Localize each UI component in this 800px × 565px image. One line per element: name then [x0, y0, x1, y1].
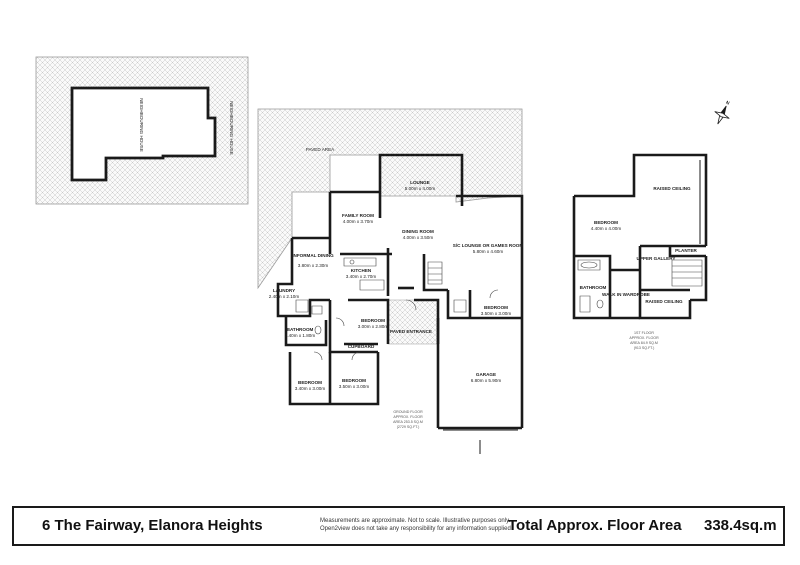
paved-entrance-area	[387, 299, 439, 345]
total-area-label: Total Approx. Floor Area	[508, 517, 682, 534]
room-label: RAISED CEILING	[645, 299, 683, 304]
room-size: 2.40m x 1.80m	[285, 333, 316, 338]
room-label: GARAGE	[476, 372, 496, 377]
ground-floor-area-note: (2729 SQ.FT.)	[397, 425, 420, 429]
room-label: BATHROOM	[287, 327, 314, 332]
room-label: PLANTER	[675, 248, 697, 253]
footer-bar: 6 The Fairway, Elanora Heights Measureme…	[12, 506, 785, 546]
room-label: KITCHEN	[351, 268, 372, 273]
total-area-value: 338.4sq.m	[704, 517, 777, 534]
room-label: PAVED ENTRANCE	[390, 329, 432, 334]
room-label: DINING ROOM	[402, 229, 434, 234]
room-size: 3.40m x 2.70m	[346, 274, 377, 279]
room-label: BATHROOM	[580, 285, 607, 290]
room-size: 3.50m x 3.00m	[339, 384, 370, 389]
room-label: UPPER GALLERY	[637, 256, 676, 261]
room-label: LOUNGE	[410, 180, 430, 185]
room-label: RAISED CEILING	[653, 186, 691, 191]
room-size: 6.80m x 5.90m	[471, 378, 502, 383]
room-size: 4.00m x 3.50m	[403, 235, 434, 240]
ground-floor-labels: LOUNGE 5.00m x 4.00m FAMILY ROOM 4.00m x…	[269, 180, 524, 429]
room-size: 3.80m x 2.30m	[298, 263, 329, 268]
compass-icon: N	[714, 100, 731, 125]
property-address: 6 The Fairway, Elanora Heights	[42, 517, 263, 534]
room-label: INFORMAL DINING	[292, 253, 334, 258]
first-floor-area-note: APPROX. FLOOR	[629, 336, 659, 340]
room-label: BEDROOM	[484, 305, 508, 310]
first-floor-area-note: AREA 84.9 SQ.M	[630, 341, 658, 345]
ground-floor-area-note: AREA 253.5 SQ.M	[393, 420, 423, 424]
compass-north-label: N	[725, 100, 731, 106]
room-label: WALK IN WARDROBE	[602, 292, 650, 297]
first-floor	[572, 153, 708, 320]
room-label: BEDROOM	[342, 378, 366, 383]
first-floor-area-note: (913 SQ.FT.)	[634, 346, 655, 350]
neighbouring-house-side-label: NEIGHBOURING HOUSE	[229, 101, 234, 155]
room-size: 3.40m x 3.00m	[295, 386, 326, 391]
ground-floor	[276, 153, 524, 454]
disclaimer: Measurements are approximate. Not to sca…	[320, 517, 511, 533]
paved-area	[257, 108, 523, 290]
first-floor-area-note: 1ST FLOOR	[634, 331, 654, 335]
first-floor-labels: RAISED CEILING BEDROOM 4.40m x 4.00m PLA…	[580, 186, 698, 350]
disclaimer-line: Measurements are approximate. Not to sca…	[320, 518, 511, 524]
ground-floor-area-note: GROUND FLOOR	[393, 410, 423, 414]
room-size: 3.00m x 2.80m	[358, 324, 389, 329]
room-size: 5.80m x 4.60m	[473, 249, 504, 254]
room-label: LAUNDRY	[273, 288, 295, 293]
neighbouring-site: NEIGHBOURING HOUSE NEIGHBOURING HOUSE	[35, 56, 249, 205]
room-label: BEDROOM	[594, 220, 618, 225]
disclaimer-line: Open2view does not take any responsibili…	[320, 526, 511, 532]
paved-area-label: PAVED AREA	[306, 147, 335, 152]
room-label: BEDROOM	[361, 318, 385, 323]
room-size: 2.40m x 2.10m	[269, 294, 300, 299]
room-size: 4.00m x 3.70m	[343, 219, 374, 224]
ground-floor-area-note: APPROX. FLOOR	[393, 415, 423, 419]
room-size: 4.40m x 4.00m	[591, 226, 622, 231]
room-size: 5.00m x 4.00m	[405, 186, 436, 191]
room-label: CUPBOARD	[348, 344, 375, 349]
neighbouring-house-label: NEIGHBOURING HOUSE	[139, 98, 144, 152]
room-label: S/C LOUNGE OR GAMES ROOM	[453, 243, 524, 248]
room-label: FAMILY ROOM	[342, 213, 374, 218]
floor-plan: NEIGHBOURING HOUSE NEIGHBOURING HOUSE PA…	[35, 56, 731, 454]
room-label: BEDROOM	[298, 380, 322, 385]
room-size: 3.50m x 3.00m	[481, 311, 512, 316]
